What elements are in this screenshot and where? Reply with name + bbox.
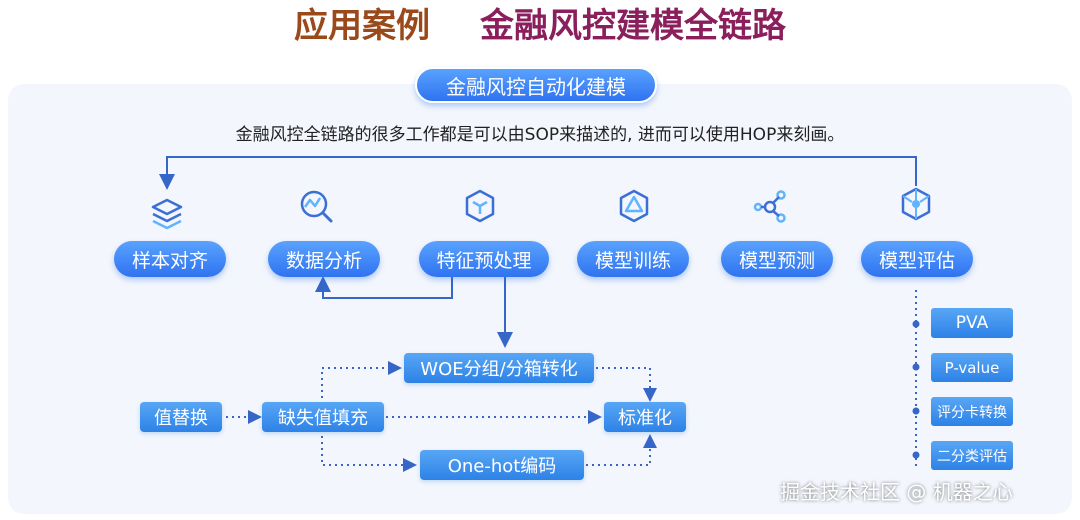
woe-to-standardize-line [596,367,657,402]
eval-scorecard: 评分卡转换 [931,397,1013,426]
step-model-training: 模型训练 [577,241,689,277]
watermark: 掘金技术社区 @ 机器之心 [780,480,1013,504]
onehot-to-standardize-line [586,434,657,466]
eval-binary: 二分类评估 [931,441,1013,470]
box-onehot: One-hot编码 [420,450,584,480]
box-standardize: 标准化 [604,402,686,432]
box-woe-binning: WOE分组/分箱转化 [404,353,594,383]
box-value-replace: 值替换 [140,402,222,432]
layers-icon [147,194,187,234]
box-missing-fill: 缺失值填充 [262,402,384,432]
eval-pva: PVA [931,308,1013,338]
title-part1: 应用案例 [294,6,430,46]
eval-pvalue: P-value [931,353,1013,382]
cube-icon [460,186,500,226]
page-title: 应用案例 金融风控建模全链路 [0,2,1080,50]
polyhedron-icon [614,186,654,226]
header-pill: 金融风控自动化建模 [415,67,657,103]
chart-magnifier-icon [296,186,336,226]
title-part2: 金融风控建模全链路 [480,6,786,46]
step-sample-align: 样本对齐 [114,241,226,277]
loop-line [159,156,917,190]
step-model-prediction: 模型预测 [721,241,833,277]
step-model-evaluation: 模型评估 [861,241,973,277]
preprocess-to-analysis-line [315,276,453,299]
diagram-panel [8,84,1072,514]
network-nodes-icon [751,186,791,226]
missing-to-onehot-line [321,436,417,472]
subtitle: 金融风控全链路的很多工作都是可以由SOP来描述的, 进而可以使用HOP来刻画。 [235,125,845,145]
step-data-analysis: 数据分析 [268,241,380,277]
missing-to-woe-line [321,361,402,398]
step-feature-preprocess: 特征预处理 [419,241,549,277]
molecule-icon [896,184,936,224]
